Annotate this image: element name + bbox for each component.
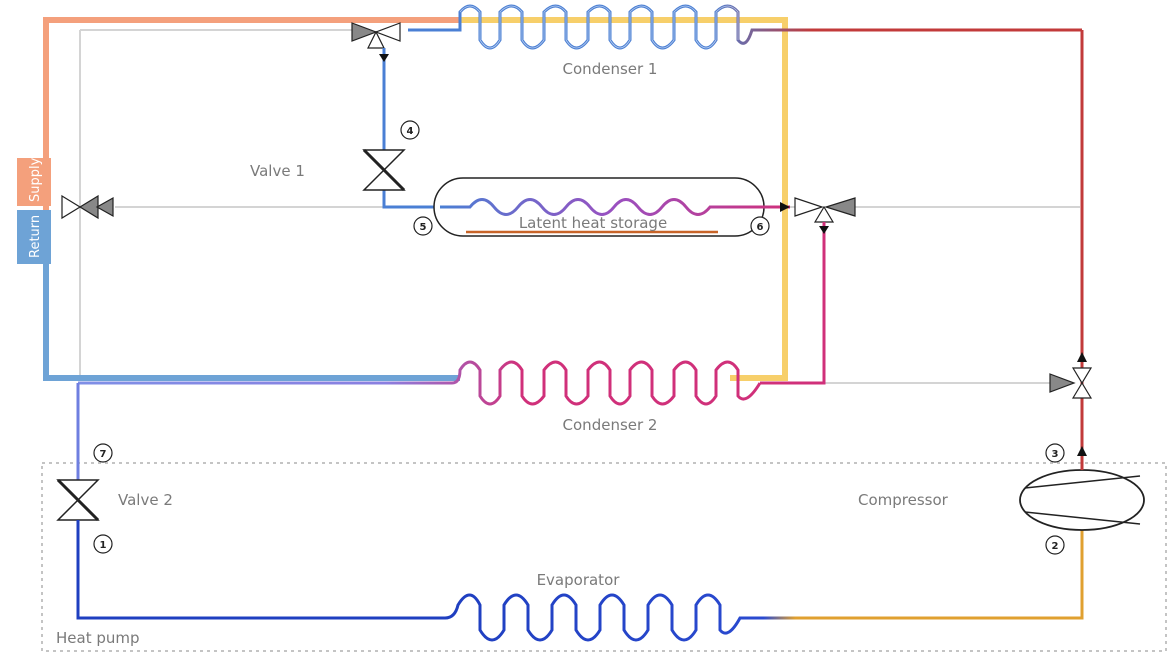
evaporator-coil — [444, 530, 1084, 642]
svg-text:3: 3 — [1052, 449, 1059, 460]
return-tag: Return — [17, 210, 51, 264]
latent-heat-storage-coil — [440, 198, 790, 216]
condenser-1-coil — [408, 4, 1082, 50]
flow-arrow-right — [780, 202, 790, 212]
state-point-1: 1 — [93, 534, 113, 554]
svg-text:7: 7 — [100, 449, 107, 460]
return-line — [43, 210, 460, 381]
state-point-5: 5 — [413, 216, 433, 236]
state-point-3: 3 — [1045, 443, 1065, 463]
heat-pump-label: Heat pump — [56, 629, 140, 647]
flow-arrow-up-compressor — [1077, 446, 1087, 456]
three-way-valve-compressor[interactable] — [1049, 367, 1093, 399]
condenser-2-label: Condenser 2 — [563, 416, 658, 434]
latent-heat-storage-label: Latent heat storage — [519, 214, 667, 232]
valve-1-label: Valve 1 — [250, 162, 305, 180]
svg-text:6: 6 — [757, 222, 764, 233]
bypass-lines — [79, 29, 1080, 384]
heating-loop — [460, 17, 788, 381]
compressor — [1019, 469, 1145, 531]
flow-arrow-down — [379, 54, 389, 62]
evaporator-label: Evaporator — [537, 571, 621, 589]
supply-line — [43, 17, 460, 210]
compressor-label: Compressor — [858, 491, 949, 509]
expanded-line — [76, 520, 445, 620]
three-way-valve-left[interactable] — [61, 194, 114, 220]
svg-text:1: 1 — [100, 540, 107, 551]
condenser-2-coil — [78, 360, 762, 406]
three-way-valve-right[interactable] — [794, 197, 856, 223]
flow-arrow-up-valve — [1077, 352, 1087, 362]
state-point-6: 6 — [750, 216, 770, 236]
return-label: Return — [28, 215, 43, 258]
supply-tag: Supply — [17, 157, 51, 206]
supply-label: Supply — [28, 157, 43, 202]
valve-1[interactable] — [362, 148, 406, 192]
valve-2-label: Valve 2 — [118, 491, 173, 509]
svg-text:2: 2 — [1052, 541, 1059, 552]
valve-2[interactable] — [56, 478, 100, 522]
svg-text:4: 4 — [407, 126, 414, 137]
svg-text:5: 5 — [420, 222, 427, 233]
three-way-valve-top[interactable] — [351, 22, 401, 49]
state-point-2: 2 — [1045, 535, 1065, 555]
state-point-4: 4 — [400, 120, 420, 140]
liquid-line-to-valve-1 — [382, 48, 440, 209]
flow-arrow-down-right — [819, 226, 829, 234]
condenser-1-label: Condenser 1 — [563, 60, 658, 78]
state-point-7: 7 — [93, 443, 113, 463]
heat-pump-boundary — [41, 462, 1167, 652]
storage-outlet-line — [760, 222, 826, 385]
